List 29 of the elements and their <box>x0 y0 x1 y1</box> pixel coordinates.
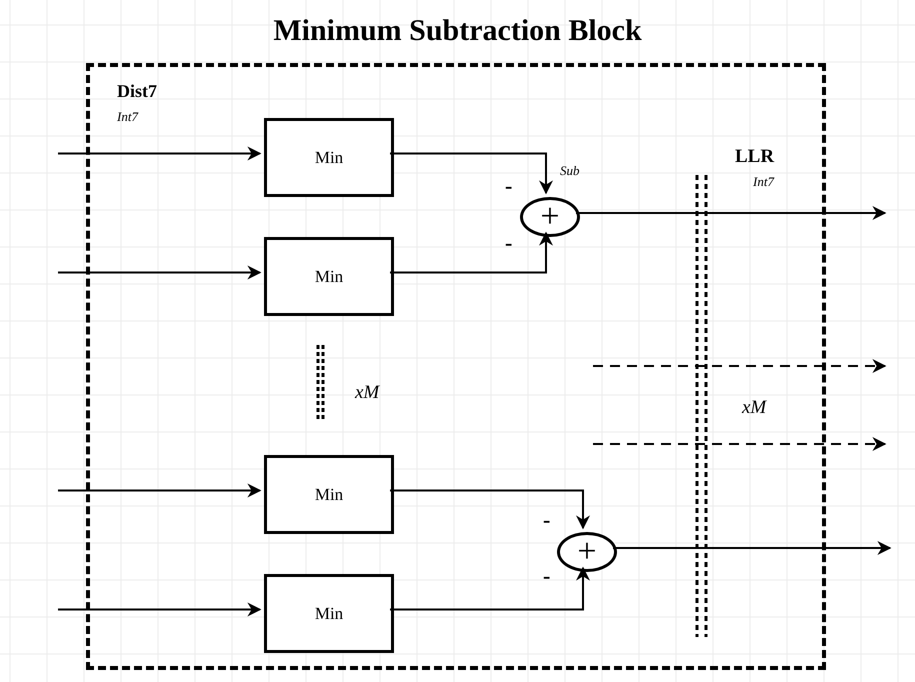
min-block: Min <box>264 455 394 534</box>
arrow <box>390 232 553 274</box>
signal-label: Dist7 <box>117 80 157 102</box>
arrow <box>58 266 262 280</box>
signal-label: Int7 <box>753 174 774 190</box>
sign-label: - <box>543 506 550 534</box>
arrow <box>58 146 262 160</box>
sign-label: - <box>543 562 550 590</box>
adder-circle: + <box>520 197 580 237</box>
diagram-title: Minimum Subtraction Block <box>272 13 643 49</box>
arrow <box>576 206 886 220</box>
arrow <box>613 541 892 555</box>
signal-label: xM <box>355 381 380 405</box>
arrow <box>390 152 553 194</box>
signal-label: Int7 <box>117 109 138 126</box>
adder-circle: + <box>557 532 617 572</box>
min-block: Min <box>264 237 394 316</box>
arrow <box>58 602 262 616</box>
min-block: Min <box>264 118 394 197</box>
arrow <box>390 566 590 610</box>
signal-label: xM <box>742 396 766 420</box>
signal-label: LLR <box>735 145 774 169</box>
sign-label: - <box>505 229 512 256</box>
min-block: Min <box>264 574 394 653</box>
signal-label: Sub <box>560 163 580 180</box>
dashed-block-border <box>86 63 826 670</box>
arrow <box>58 484 262 498</box>
arrow <box>390 490 590 530</box>
sign-label: - <box>505 172 512 200</box>
